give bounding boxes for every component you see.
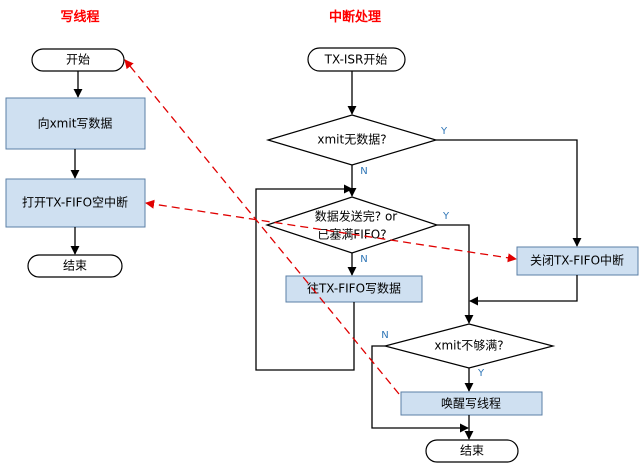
- open-fifo-interrupt-box: 打开TX-FIFO空中断: [5, 178, 146, 228]
- left-title: 写线程: [60, 9, 99, 25]
- flow-arrow: [469, 275, 578, 306]
- isr-end-node: 结束: [425, 439, 519, 463]
- fifo-interrupt-link: [145, 199, 517, 263]
- flow-arrow: [436, 139, 582, 247]
- write-fifo-label: 往TX-FIFO写数据: [307, 281, 401, 296]
- branch-label-no: N: [360, 254, 367, 265]
- isr-start-node: TX-ISR开始: [307, 47, 406, 72]
- wake-thread-link: [124, 59, 400, 395]
- write-xmit-label: 向xmit写数据: [38, 116, 113, 131]
- loop-back-arrow: [255, 184, 355, 371]
- flow-arrow: [437, 224, 474, 324]
- branch-label-no: N: [381, 330, 388, 341]
- close-fifo-interrupt-label: 关闭TX-FIFO中断: [530, 253, 624, 268]
- branch-label-no: N: [360, 166, 367, 177]
- write-fifo-box: 往TX-FIFO写数据: [285, 275, 423, 303]
- decision-xmit-not-full: xmit不够满?: [382, 323, 556, 369]
- open-fifo-interrupt-label: 打开TX-FIFO空中断: [22, 195, 128, 210]
- right-title: 中断处理: [329, 9, 381, 25]
- left-start-node: 开始: [31, 48, 125, 72]
- close-fifo-interrupt-box: 关闭TX-FIFO中断: [516, 246, 639, 276]
- branch-label-yes: Y: [442, 211, 450, 222]
- left-end-label: 结束: [63, 259, 87, 273]
- decision-no-data-label: xmit无数据?: [317, 132, 386, 147]
- isr-end-label: 结束: [460, 444, 484, 458]
- decision-no-data: xmit无数据?: [265, 114, 439, 166]
- left-end-node: 结束: [27, 254, 123, 278]
- wake-thread-label: 唤醒写线程: [441, 396, 501, 411]
- branch-label-yes: Y: [440, 126, 448, 137]
- flow-arrow: [371, 345, 469, 433]
- wake-thread-box: 唤醒写线程: [400, 391, 543, 416]
- decision-xmit-not-full-label: xmit不够满?: [434, 339, 503, 353]
- branch-label-yes: Y: [477, 368, 485, 379]
- write-xmit-box: 向xmit写数据: [5, 97, 146, 150]
- decision-sent-or-full-label-1: 数据发送完? or: [315, 209, 398, 224]
- isr-start-label: TX-ISR开始: [324, 53, 388, 67]
- left-start-label: 开始: [66, 53, 90, 67]
